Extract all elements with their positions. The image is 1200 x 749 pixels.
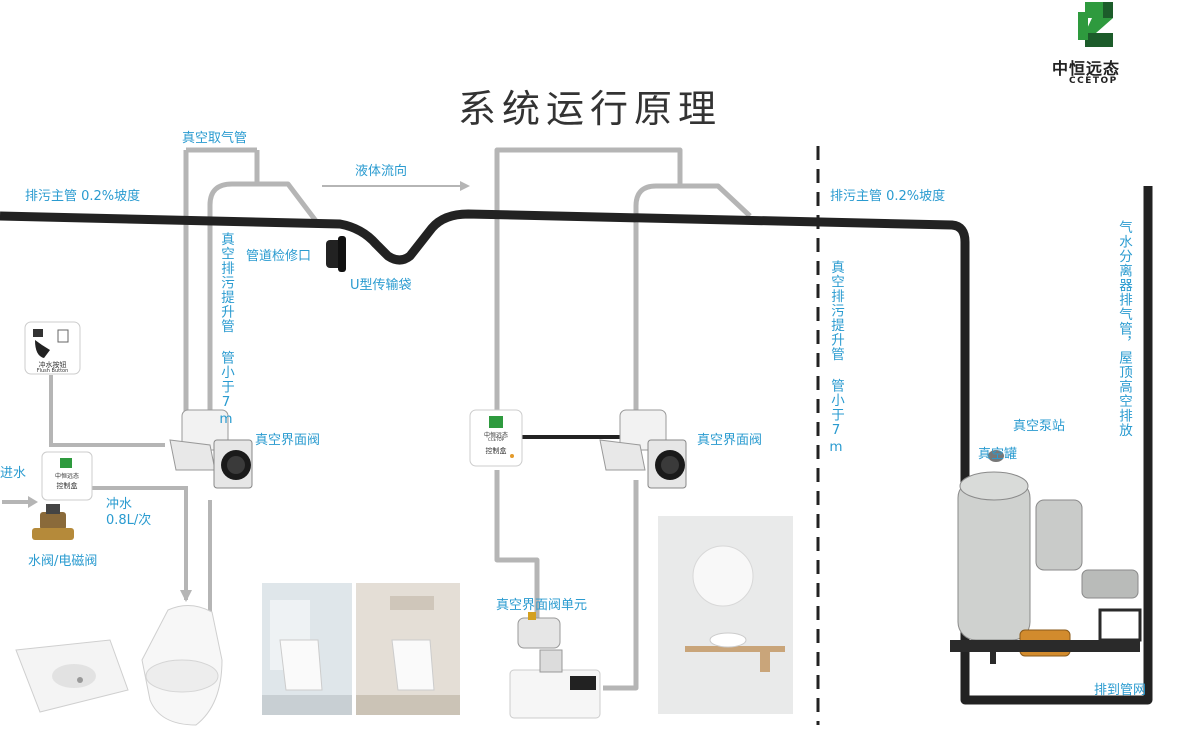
label-lift-pipe-right: 真空排污提升管 管小于7m [828, 260, 844, 456]
logo-name: 中恒远态 [1052, 59, 1121, 78]
flush-arrow [180, 590, 192, 602]
label-interface-valve-left: 真空界面阀 [255, 433, 320, 448]
water-in-arrow [28, 496, 38, 508]
ccetop-logo-icon [1078, 2, 1113, 47]
label-interface-valve-right: 真空界面阀 [697, 433, 762, 448]
control-box-left-brand: 中恒远态 [54, 473, 79, 480]
squat-toilet [15, 639, 129, 713]
label-vacuum-air-pipe: 真空取气管 [182, 130, 247, 146]
vacuum-interface-valve-right [599, 409, 687, 489]
control-box-left [41, 451, 93, 501]
control-box-mid-brand: 中恒远态 [483, 432, 508, 439]
label-main-pipe-left: 排污主管 0.2%坡度 [25, 188, 140, 204]
logo-subtitle: CCETOP [1069, 76, 1118, 86]
label-flush-water: 冲水 [106, 497, 132, 512]
label-water-in: 进水 [0, 466, 26, 481]
main-sewer-pipe [0, 186, 1153, 705]
label-main-pipe-right: 排污主管 0.2%坡度 [830, 188, 945, 204]
label-separator-exhaust: 气水分离器排气管，屋顶高空排放 [1116, 220, 1132, 438]
label-water-valve: 水阀/电磁阀 [28, 554, 97, 569]
bathroom-photo-2 [356, 583, 460, 715]
control-box-mid-label: 控制盒 [485, 447, 507, 455]
inspection-port [326, 236, 346, 272]
vacuum-valve-unit [509, 612, 601, 719]
label-liquid-flow: 液体流向 [355, 163, 407, 179]
flush-button-label-en: Flush Button [36, 368, 69, 374]
label-u-bag: U型传输袋 [350, 277, 412, 293]
liquid-flow-arrow [322, 181, 470, 191]
label-flush-volume: 0.8L/次 [106, 512, 151, 528]
signal-lines [2, 375, 212, 612]
diagram-title: 系统运行原理 [457, 87, 722, 131]
label-discharge: 排到管网 [1094, 683, 1146, 698]
flush-button-card [24, 321, 81, 375]
flush-button-label: 冲水按钮 [38, 361, 67, 369]
vacuum-toilet [141, 605, 223, 726]
bathroom-photo-1 [262, 583, 352, 715]
label-valve-unit: 真空界面阀单元 [496, 598, 587, 613]
pump-station [950, 450, 1142, 664]
bathroom-photo-3 [658, 516, 793, 714]
solenoid-valve [32, 504, 74, 540]
control-box-mid-brand-sub: CCETOP [487, 437, 505, 442]
label-vacuum-tank: 真空罐 [978, 447, 1017, 462]
vacuum-air-pipe-left [183, 147, 318, 432]
vacuum-interface-valve-left [169, 409, 253, 489]
control-box-left-label: 控制盒 [56, 482, 78, 490]
vacuum-air-pipe-right [494, 147, 752, 691]
label-lift-pipe-left: 真空排污提升管 管小于7m [218, 232, 234, 428]
control-box-middle [469, 409, 523, 467]
label-inspection-port: 管道检修口 [246, 249, 311, 264]
label-pump-station: 真空泵站 [1013, 419, 1065, 434]
